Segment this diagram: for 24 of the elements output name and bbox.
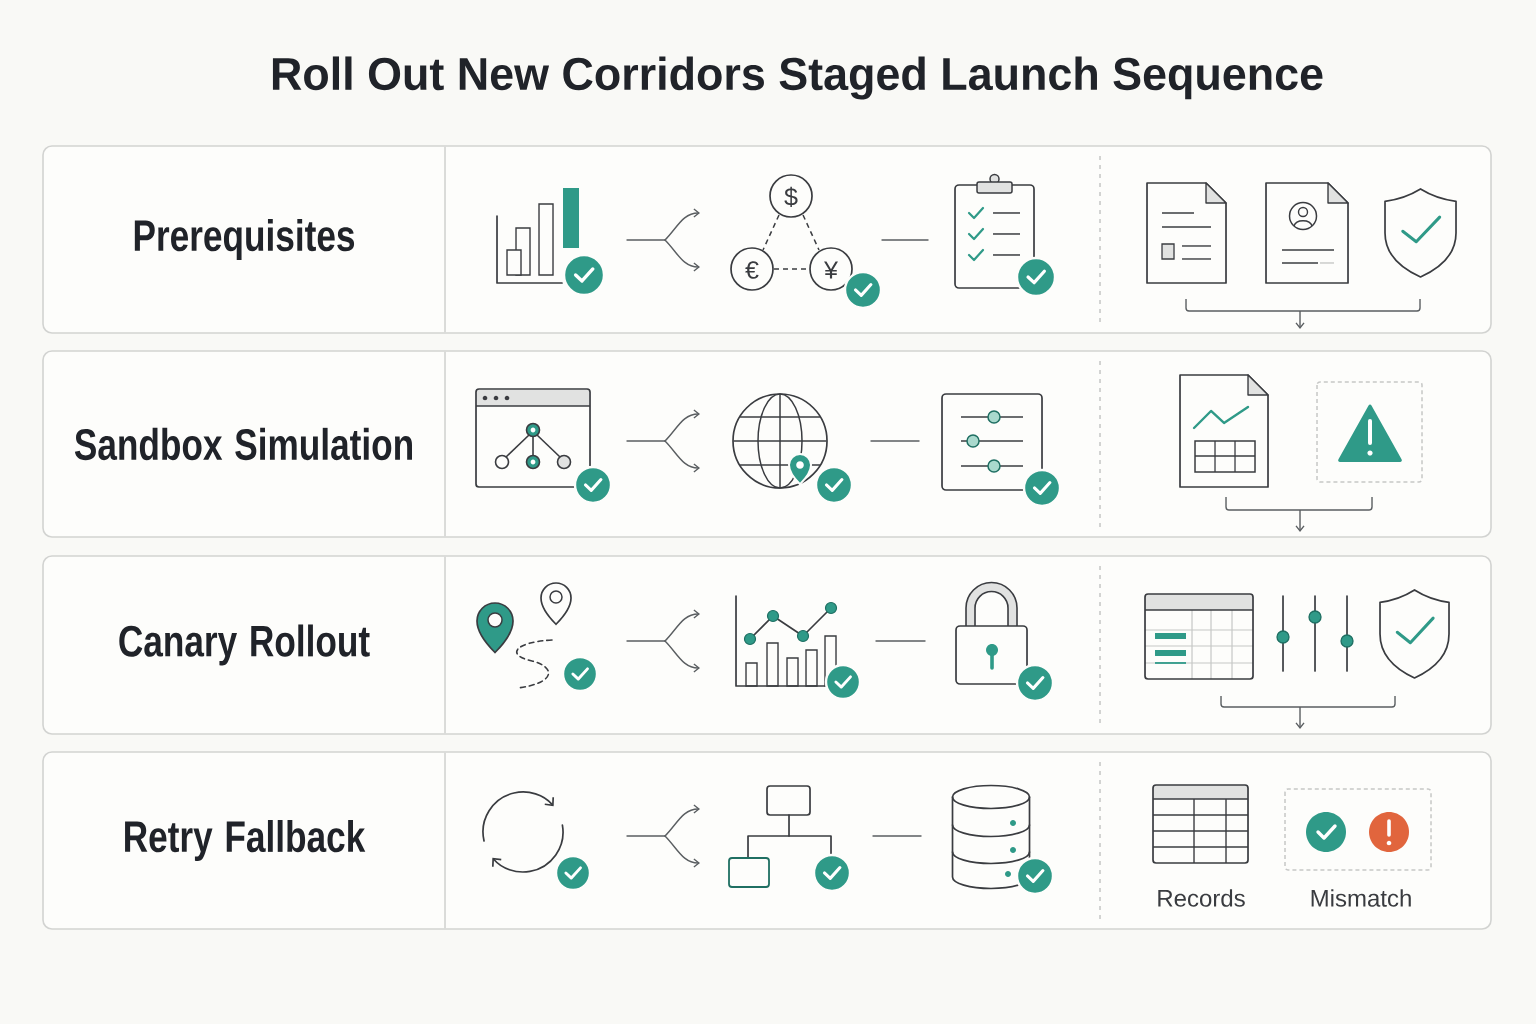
checklist-icon: [954, 173, 1035, 289]
connector-line: [870, 440, 920, 442]
refresh-icon: [482, 791, 564, 873]
org-chart-icon: [728, 785, 832, 888]
stage-band: Canary Rollout: [42, 555, 1492, 735]
currency-exchange-icon: [730, 174, 853, 291]
connector-line: [872, 835, 922, 837]
icon-caption: Records: [1158, 889, 1245, 907]
line-chart-icon: [735, 595, 838, 687]
stage-band: Sandbox Simulation: [42, 350, 1492, 538]
currency-coin: €: [730, 247, 774, 291]
connector-line: [875, 640, 926, 642]
database-icon: [951, 784, 1031, 890]
padlock-icon: [955, 581, 1028, 685]
globe-pin-icon: [732, 393, 828, 489]
currency-coin: ¥: [809, 247, 853, 291]
connector-line: [881, 239, 929, 241]
currency-coin: $: [769, 174, 813, 218]
slider-panel-icon: [941, 393, 1043, 491]
map-pins-icon: [476, 582, 572, 689]
bar-chart-icon: [496, 188, 579, 284]
browser-tree-icon: [475, 388, 591, 488]
title: Roll Out New Corridors Staged Launch Sequence: [272, 56, 1323, 100]
icon-caption: Mismatch: [1311, 889, 1411, 907]
